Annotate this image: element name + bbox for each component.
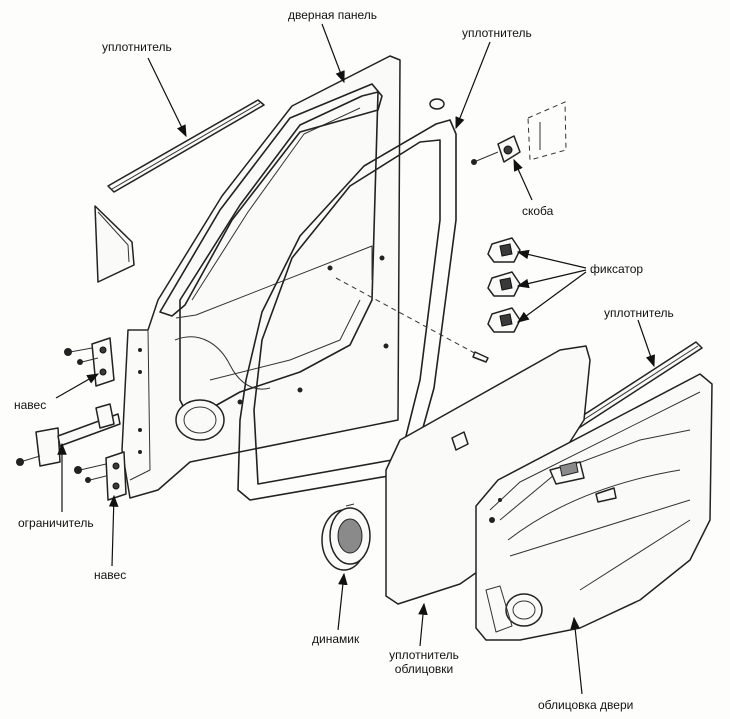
label-clip: фиксатор bbox=[590, 262, 644, 276]
label-trim-seal: уплотнитель облицовки bbox=[380, 648, 468, 676]
plug-cap bbox=[429, 98, 445, 110]
door-panel-shell bbox=[121, 55, 401, 499]
hinge-lower bbox=[74, 451, 127, 501]
bracket-assembly bbox=[471, 101, 567, 165]
speaker bbox=[321, 503, 371, 571]
label-hinge-lower: навес bbox=[94, 568, 127, 582]
label-seal-right: уплотнитель bbox=[604, 306, 674, 320]
label-bracket: скоба bbox=[522, 204, 554, 218]
clip-2 bbox=[487, 271, 521, 297]
leader-lines bbox=[55, 23, 655, 695]
door-frame-seal bbox=[237, 119, 457, 501]
limiter bbox=[16, 403, 121, 467]
door-trim-panel bbox=[475, 373, 713, 641]
label-seal-upper-left: уплотнитель bbox=[102, 40, 172, 54]
label-seal-frame: уплотнитель bbox=[462, 26, 532, 40]
label-trim-seal-line2: облицовки bbox=[394, 662, 454, 676]
corner-triangle-trim bbox=[94, 205, 135, 283]
label-door-trim: облицовка двери bbox=[538, 698, 634, 712]
label-hinge-upper: навес bbox=[14, 398, 47, 412]
label-speaker: динамик bbox=[312, 632, 360, 646]
door-seal-loop-panel bbox=[159, 83, 383, 317]
window-seal-left-strip bbox=[107, 99, 265, 193]
label-limiter: ограничитель bbox=[18, 516, 94, 530]
clip-3 bbox=[487, 307, 521, 333]
label-door-panel: дверная панель bbox=[288, 8, 378, 22]
label-trim-seal-line1: уплотнитель bbox=[389, 648, 459, 662]
bolt-small bbox=[472, 351, 489, 363]
clip-1 bbox=[487, 237, 521, 263]
assembly-guide-line bbox=[335, 277, 481, 357]
